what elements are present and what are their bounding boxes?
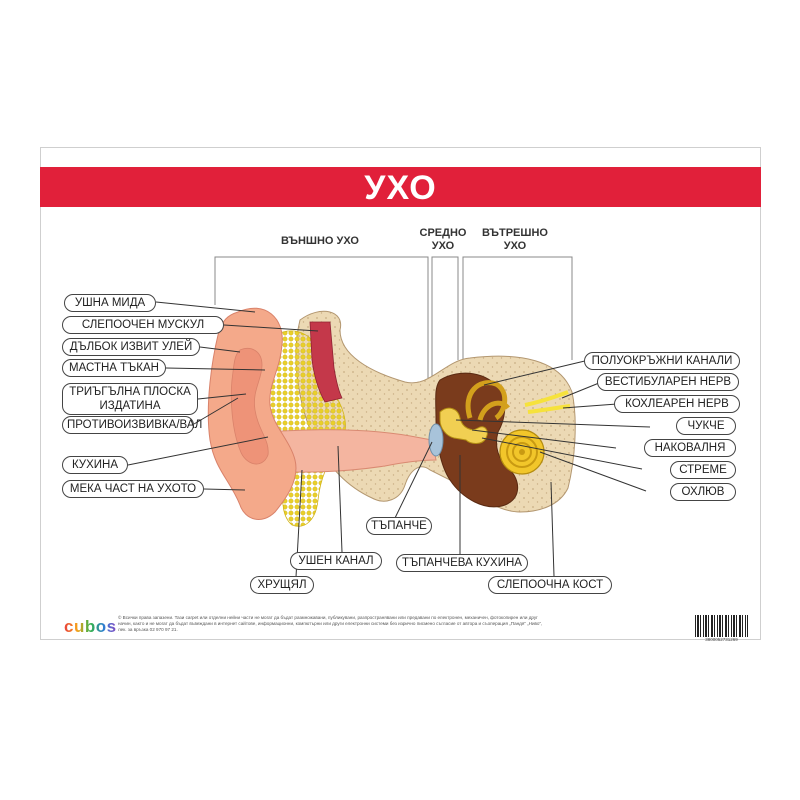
section-outer-ear: ВЪНШНО УХО (281, 235, 359, 247)
title-bar: УХО (40, 167, 761, 207)
section-middle-ear: СРЕДНО УХО (419, 227, 467, 252)
label-anvil: НАКОВАЛНЯ (644, 439, 736, 457)
label-cochlea: ОХЛЮВ (670, 483, 736, 501)
label-deep-groove: ДЪЛБОК ИЗВИТ УЛЕЙ (62, 338, 200, 356)
ear-canal-shape (259, 429, 437, 473)
label-antihelix: ПРОТИВОИЗВИВКА/ВАЛ (62, 416, 202, 434)
label-tympanic-cavity: ТЪПАНЧЕВА КУХИНА (396, 554, 528, 572)
label-earlobe: МЕКА ЧАСТ НА УХОТО (62, 480, 204, 498)
page-title: УХО (364, 169, 437, 207)
barcode-icon (695, 615, 748, 637)
section-inner-ear: ВЪТРЕШНО УХО (482, 227, 548, 252)
label-concha: КУХИНА (62, 456, 128, 474)
concha-shape (230, 348, 269, 465)
label-temporal-bone: СЛЕПООЧНА КОСТ (488, 576, 612, 594)
label-cartilage: ХРУЩЯЛ (250, 576, 314, 594)
label-temporal-muscle: СЛЕПООЧЕН МУСКУЛ (62, 316, 224, 334)
label-triangular-plate: ТРИЪГЪЛНА ПЛОСКА ИЗДАТИНА (62, 383, 198, 415)
cubos-logo: cubos (64, 617, 117, 636)
copyright-text: © Всички права запазени. Тази carpet или… (118, 615, 543, 632)
temporal-muscle-shape (309, 321, 343, 403)
label-semicircular-canals: ПОЛУОКРЪЖНИ КАНАЛИ (584, 352, 740, 370)
cochlea-shape (499, 429, 545, 475)
label-vestibular-nerve: ВЕСТИБУЛАРЕН НЕРВ (597, 373, 739, 391)
label-stirrup: СТРЕМЕ (670, 461, 736, 479)
nerves-shape (524, 390, 571, 414)
label-hammer: ЧУКЧЕ (676, 417, 736, 435)
semicircular-canals-shape (465, 380, 510, 421)
label-eardrum: ТЪПАНЧЕ (366, 517, 432, 535)
section-brackets (214, 256, 573, 378)
label-cochlear-nerve: КОХЛЕАРЕН НЕРВ (614, 395, 740, 413)
ossicles-shape (439, 407, 488, 444)
label-pinna: УШНА МИДА (64, 294, 156, 312)
eardrum-shape (428, 423, 444, 457)
label-fat-tissue: МАСТНА ТЪКАН (62, 359, 166, 377)
label-ear-canal: УШЕН КАНАЛ (290, 552, 382, 570)
leader-lines (127, 301, 651, 578)
barcode-number: 3800052731269 (705, 637, 738, 642)
